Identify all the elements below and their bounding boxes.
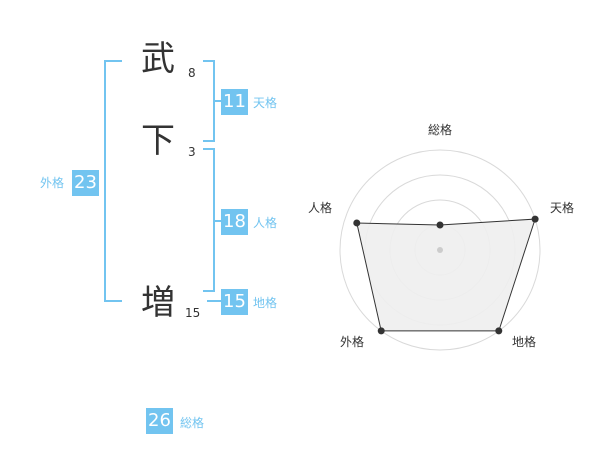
radar-point-1: [531, 215, 539, 223]
radar-center-dot: [437, 247, 443, 253]
radar-point-2: [495, 327, 503, 335]
radar-point-3: [377, 327, 385, 335]
chikaku-connector: [207, 300, 221, 302]
soukaku-value: 26: [146, 408, 173, 434]
surname-char-1: 武: [141, 39, 175, 79]
tenkaku-connector: [213, 100, 221, 102]
surname-char-1-strokes: 8: [188, 66, 196, 80]
radar-point-4: [353, 219, 361, 227]
radar-polygon: [356, 218, 536, 332]
radar-axis-label-jinkaku: 人格: [308, 201, 333, 215]
radar-point-0: [436, 221, 444, 229]
tenkaku-value: 11: [221, 89, 248, 115]
jinkaku-value: 18: [221, 209, 248, 235]
radar-axis-label-gaikaku: 外格: [340, 335, 365, 349]
gaikaku-bracket: [104, 60, 122, 302]
surname-char-2-strokes: 3: [188, 145, 196, 159]
chikaku-label: 地格: [253, 296, 278, 310]
given-name-char-1: 増: [141, 283, 175, 323]
tenkaku-label: 天格: [253, 96, 278, 110]
jinkaku-label: 人格: [253, 216, 278, 230]
gaikaku-value: 23: [72, 170, 99, 196]
soukaku-label: 総格: [180, 416, 205, 430]
radar-axis-label-tenkaku: 天格: [550, 201, 575, 215]
surname-char-2: 下: [141, 121, 175, 161]
radar-ring: [339, 149, 541, 351]
gaikaku-label: 外格: [40, 176, 65, 190]
radar-axis-label-chikaku: 地格: [512, 335, 537, 349]
radar-chart: [339, 149, 541, 351]
radar-axis-label-soukaku: 総格: [428, 123, 453, 137]
given-name-char-1-strokes: 15: [185, 306, 201, 320]
radar-points: [353, 215, 539, 335]
chikaku-value: 15: [221, 289, 248, 315]
jinkaku-connector: [213, 220, 221, 222]
